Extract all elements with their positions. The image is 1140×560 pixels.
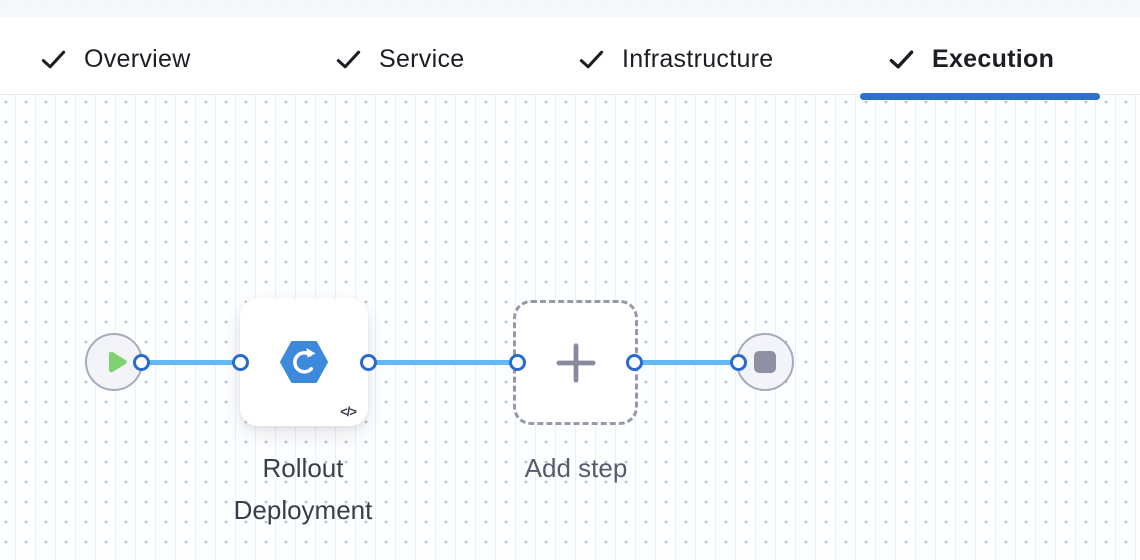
check-icon <box>579 50 604 68</box>
tab-label: Service <box>379 44 465 73</box>
connector-line <box>141 360 241 365</box>
canvas-top-strip <box>0 0 1140 17</box>
tab-infrastructure[interactable]: Infrastructure <box>578 17 773 95</box>
step-label-rollout-deployment: Rollout Deployment <box>233 453 373 525</box>
tab-label: Overview <box>84 44 191 73</box>
rollout-deployment-icon <box>280 341 328 383</box>
check-icon <box>41 50 66 68</box>
step-node-rollout-deployment[interactable]: </> <box>240 298 368 426</box>
play-icon <box>108 351 127 373</box>
connector-port[interactable] <box>232 354 249 371</box>
connector-port[interactable] <box>133 354 150 371</box>
connector-port[interactable] <box>360 354 377 371</box>
connector-port[interactable] <box>626 354 643 371</box>
add-step-node[interactable] <box>513 300 638 425</box>
tab-label: Infrastructure <box>622 44 774 73</box>
code-badge[interactable]: </> <box>340 404 357 419</box>
tab-overview[interactable]: Overview <box>40 17 191 95</box>
connector-line <box>368 360 518 365</box>
tab-label: Execution <box>932 44 1055 73</box>
plus-icon <box>555 342 596 383</box>
check-icon <box>336 50 361 68</box>
tab-execution[interactable]: Execution <box>888 17 1054 95</box>
stage-tab-bar: Overview Service Infrastructure Executio… <box>0 17 1140 100</box>
check-icon <box>889 50 914 68</box>
pipeline-canvas[interactable]: </> Rollout Deployment Add step <box>0 95 1140 560</box>
stop-icon <box>754 351 776 373</box>
connector-port[interactable] <box>509 354 526 371</box>
connector-line <box>634 360 739 365</box>
tab-service[interactable]: Service <box>335 17 464 95</box>
connector-port[interactable] <box>730 354 747 371</box>
add-step-label[interactable]: Add step <box>524 453 628 483</box>
active-tab-underline <box>860 93 1100 100</box>
